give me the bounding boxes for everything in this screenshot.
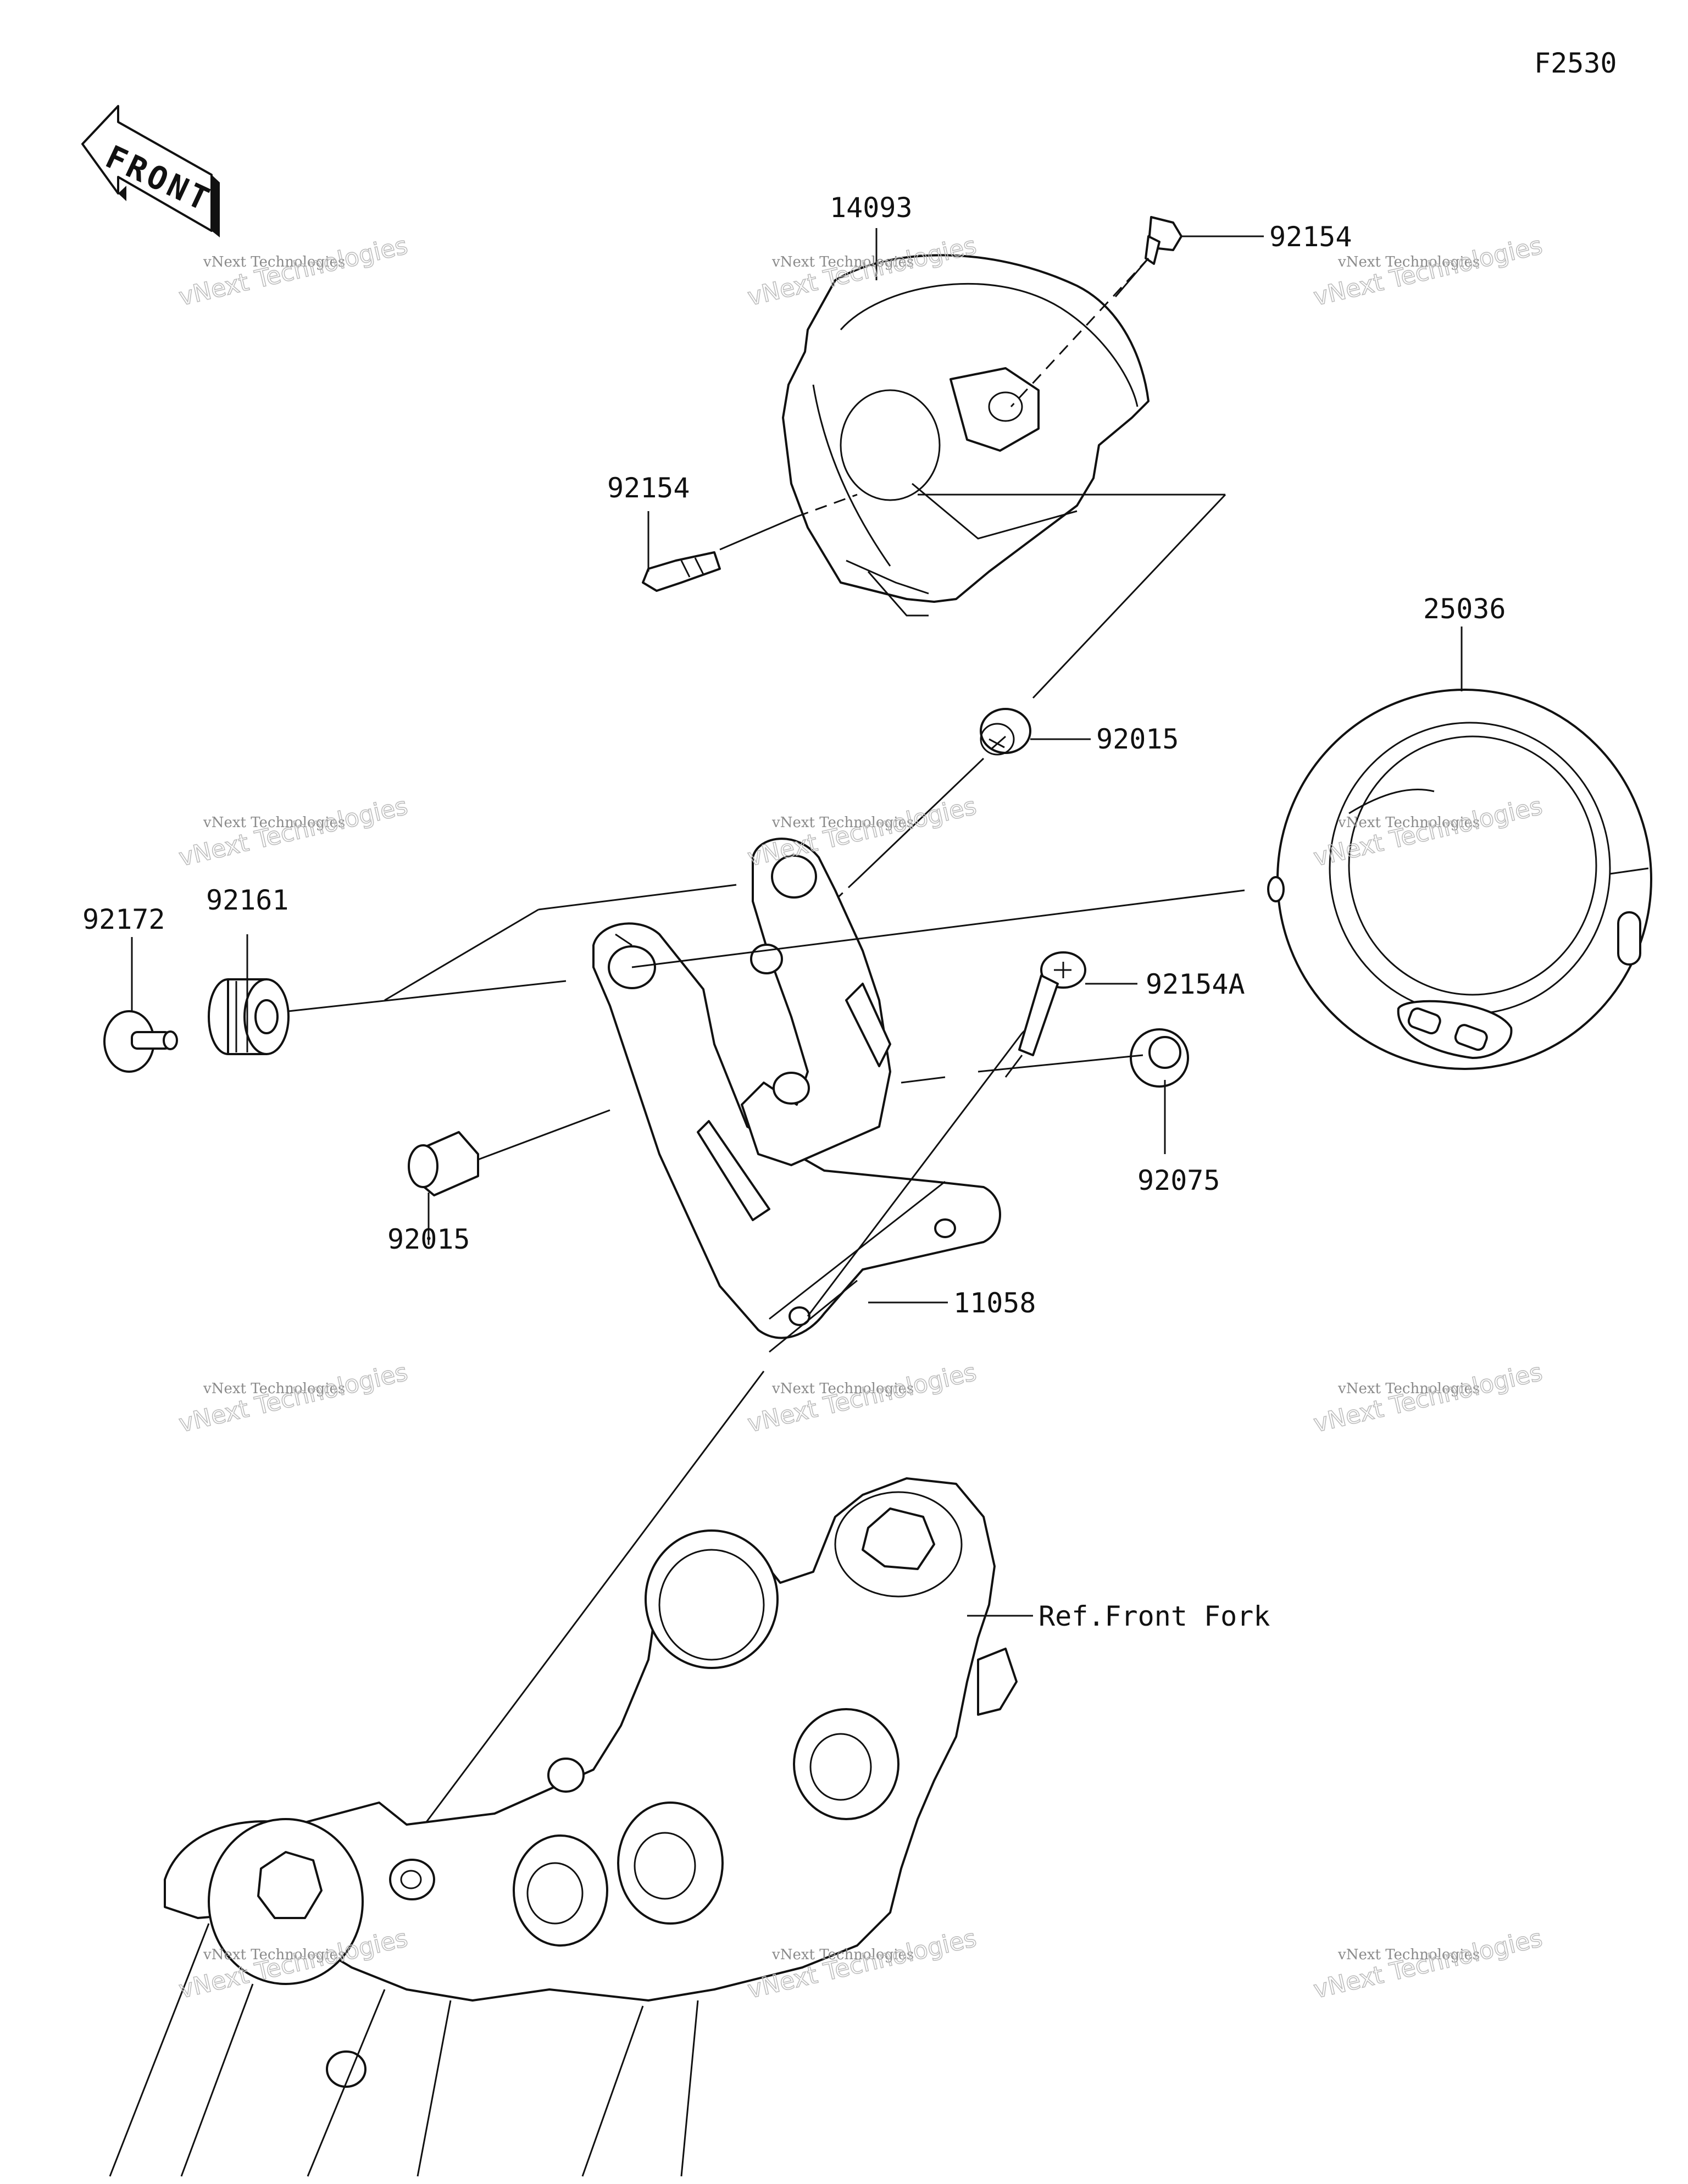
part-label-11058: 11058	[953, 1287, 1036, 1319]
watermark-12: vNext Technologies vNext Technologies	[1311, 1924, 1545, 2004]
part-label-92015-lower: 92015	[387, 1223, 470, 1255]
front-arrow-icon: FRONT	[81, 105, 220, 237]
part-label-92161: 92161	[206, 884, 289, 916]
screw-92154A	[1018, 951, 1086, 1056]
part-label-92154-left: 92154	[607, 472, 690, 504]
ref-front-fork-label: Ref.Front Fork	[1039, 1600, 1270, 1632]
cover-14093	[782, 254, 1150, 617]
svg-text:vNext Technologies: vNext Technologies	[1337, 814, 1480, 831]
figure-code: F2530	[1534, 47, 1617, 79]
part-label-92075: 92075	[1137, 1165, 1220, 1196]
grommet-92172	[103, 1010, 178, 1073]
svg-text:vNext Technologies: vNext Technologies	[203, 254, 345, 270]
svg-text:vNext Technologies: vNext Technologies	[771, 814, 914, 831]
collar-92015-upper	[980, 708, 1031, 756]
svg-text:vNext Technologies: vNext Technologies	[1337, 254, 1480, 270]
part-label-14093: 14093	[830, 192, 913, 224]
collar-92015-lower	[408, 1131, 479, 1196]
svg-text:vNext Technologies: vNext Technologies	[745, 792, 979, 872]
svg-text:vNext Technologies: vNext Technologies	[176, 231, 410, 311]
front-fork-assembly	[109, 1477, 1018, 2177]
watermark-9: vNext Technologies vNext Technologies	[1311, 1357, 1545, 1438]
part-label-92172: 92172	[82, 903, 165, 935]
svg-text:vNext Technologies: vNext Technologies	[176, 792, 410, 872]
svg-text:vNext Technologies: vNext Technologies	[771, 1381, 914, 1397]
damper-92161	[208, 978, 290, 1055]
washer-92075	[1130, 1028, 1189, 1088]
watermark-1: vNext Technologies vNext Technologies	[176, 231, 410, 312]
watermark-7: vNext Technologies vNext Technologies	[176, 1357, 410, 1438]
svg-text:vNext Technologies: vNext Technologies	[176, 1358, 410, 1438]
svg-text:vNext Technologies: vNext Technologies	[203, 1947, 345, 1963]
watermark-8: vNext Technologies vNext Technologies	[745, 1357, 979, 1438]
svg-text:vNext Technologies: vNext Technologies	[771, 254, 914, 270]
svg-text:vNext Technologies: vNext Technologies	[203, 814, 345, 831]
watermark-4: vNext Technologies vNext Technologies	[176, 791, 410, 872]
bracket-11058	[592, 838, 1001, 1353]
bolt-92154-left	[642, 551, 721, 592]
part-label-92154-upper: 92154	[1269, 221, 1352, 253]
watermark-5: vNext Technologies vNext Technologies	[745, 791, 979, 872]
svg-text:vNext Technologies: vNext Technologies	[1311, 1358, 1545, 1438]
svg-text:vNext Technologies: vNext Technologies	[1337, 1947, 1480, 1963]
svg-text:vNext Technologies: vNext Technologies	[1311, 1924, 1545, 2004]
svg-text:vNext Technologies: vNext Technologies	[745, 1358, 979, 1438]
part-label-25036: 25036	[1423, 593, 1506, 625]
part-label-92015-upper: 92015	[1096, 723, 1179, 755]
part-label-92154A: 92154A	[1146, 968, 1245, 1000]
svg-text:vNext Technologies: vNext Technologies	[771, 1947, 914, 1963]
meter-25036	[1267, 689, 1652, 1070]
svg-text:vNext Technologies: vNext Technologies	[203, 1381, 345, 1397]
bolt-92154-upper	[1145, 216, 1182, 265]
svg-text:vNext Technologies: vNext Technologies	[1337, 1381, 1480, 1397]
